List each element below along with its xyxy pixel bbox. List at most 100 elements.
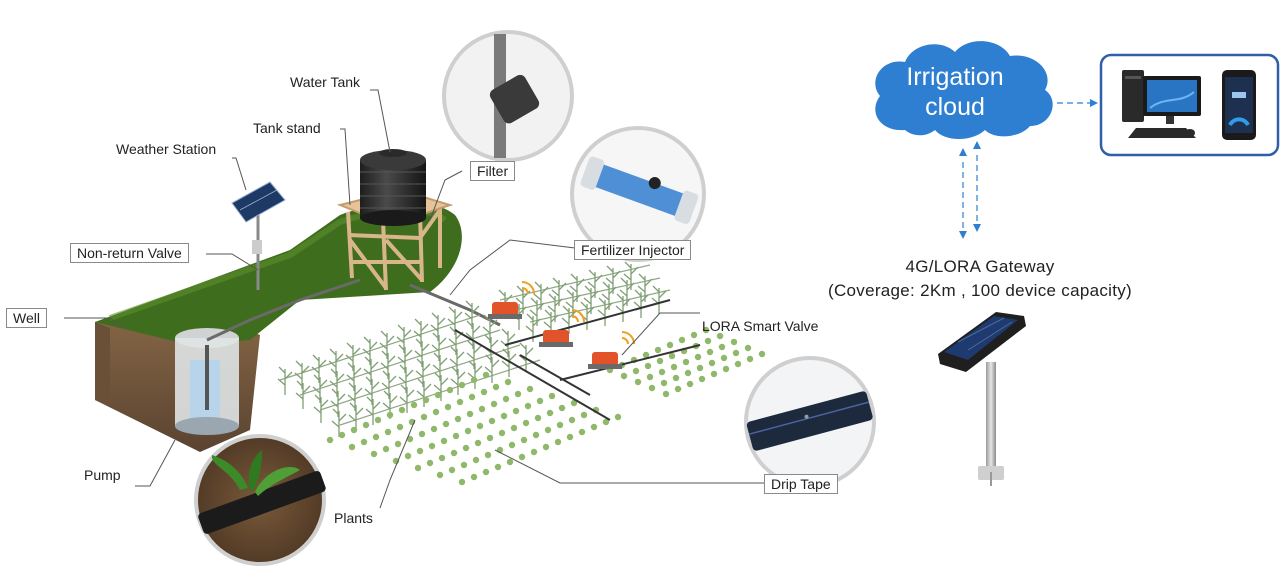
corn-stalk [345, 342, 361, 371]
lettuce-plant [520, 436, 528, 444]
lettuce-plant [710, 370, 718, 378]
corn-stalk [450, 366, 466, 395]
lettuce-plant [536, 397, 544, 405]
corn-stalk [583, 285, 599, 314]
lettuce-plant [698, 375, 706, 383]
lettuce-plant [482, 371, 490, 379]
lettuce-plant [446, 386, 454, 394]
lettuce-plant [370, 450, 378, 458]
corn-stalk [547, 293, 563, 322]
lettuce-plant [696, 364, 704, 372]
lettuce-plant [478, 405, 486, 413]
lettuce-plant [438, 454, 446, 462]
gateway-subtitle: (Coverage: 2Km , 100 device capacity) [827, 281, 1133, 300]
corn-stalk [449, 346, 465, 375]
corn-stalk [529, 297, 545, 326]
lettuce-plant [362, 421, 370, 429]
corn-stalk [398, 364, 414, 393]
lettuce-plant [570, 399, 578, 407]
lettuce-plant [530, 448, 538, 456]
corn-stalk [484, 354, 500, 383]
corn-stalk [313, 394, 329, 423]
lettuce-plant [642, 351, 650, 359]
corn-stalk [651, 285, 667, 314]
non-return-valve-label: Non-return Valve [70, 243, 189, 263]
lettuce-plant [476, 422, 484, 430]
gateway-title: 4G/LORA Gateway [905, 257, 1055, 276]
lettuce-plant [350, 426, 358, 434]
corn-stalk [518, 342, 534, 371]
corn-stalk [551, 277, 567, 306]
lettuce-plant [654, 346, 662, 354]
lettuce-plant [394, 440, 402, 448]
drip-tape-zoom-circle [744, 356, 876, 488]
corn-stalk [447, 306, 463, 335]
lettuce-plant [326, 436, 334, 444]
lettuce-plant [462, 444, 470, 452]
lettuce-plant [416, 447, 424, 455]
lettuce-plant [480, 388, 488, 396]
lettuce-plant [678, 336, 686, 344]
lettuce-plant [620, 372, 628, 380]
corn-stalk [430, 312, 446, 341]
water-tank-label: Water Tank [290, 74, 361, 90]
lettuce-plant [360, 438, 368, 446]
lettuce-plant [554, 438, 562, 446]
lettuce-plant [660, 379, 668, 387]
lettuce-plant [546, 409, 554, 417]
lettuce-plant [646, 373, 654, 381]
corn-stalk [619, 277, 635, 306]
lettuce-plant [526, 385, 534, 393]
lettuce-plant [474, 439, 482, 447]
lettuce-plant [568, 416, 576, 424]
lettuce-plant [502, 395, 510, 403]
lettuce-plant [716, 332, 724, 340]
lettuce-plant [670, 363, 678, 371]
corn-stalk [533, 281, 549, 310]
lettuce-plant [656, 357, 664, 365]
lettuce-plant [566, 433, 574, 441]
lettuce-plant [684, 369, 692, 377]
lettuce-plant [348, 443, 356, 451]
corn-stalk [605, 265, 621, 294]
lettuce-plant [458, 381, 466, 389]
corn-stalk [561, 305, 577, 334]
plants-label: Plants [334, 510, 373, 526]
lettuce-plant [490, 400, 498, 408]
lettuce-plant [386, 411, 394, 419]
corn-stalks [277, 261, 667, 437]
lettuce-plant [512, 407, 520, 415]
cloud-device-link [1057, 99, 1098, 107]
lettuce-plant [518, 453, 526, 461]
lettuce-plant [708, 359, 716, 367]
lettuce-plant [718, 343, 726, 351]
corn-stalk [414, 338, 430, 367]
corn-stalk [623, 261, 639, 290]
lettuce-plant [434, 391, 442, 399]
corn-stalk [515, 285, 531, 314]
lettuce-plant [634, 378, 642, 386]
lettuce-plant [420, 413, 428, 421]
lettuce-plant [372, 433, 380, 441]
lettuce-plant [548, 392, 556, 400]
corn-stalk [467, 360, 483, 389]
corn-stalk [382, 390, 398, 419]
corn-stalk [346, 362, 362, 391]
lora-valve-3 [588, 331, 635, 369]
lettuce-plant [432, 408, 440, 416]
smartphone-icon [1222, 70, 1256, 140]
corn-stalk [295, 380, 311, 409]
lettuce-plant [338, 431, 346, 439]
lettuce-plant [602, 418, 610, 426]
lettuce-plant [488, 417, 496, 425]
lettuce-plant [658, 368, 666, 376]
corn-stalk [379, 330, 395, 359]
filter-label: Filter [470, 161, 516, 181]
corn-stalk [587, 269, 603, 298]
lettuce-plant [396, 423, 404, 431]
lettuce-plant [556, 421, 564, 429]
lettuce-plant [448, 466, 456, 474]
lettuce-plant [454, 415, 462, 423]
lettuce-plants [326, 326, 766, 486]
corn-stalk [331, 408, 347, 437]
